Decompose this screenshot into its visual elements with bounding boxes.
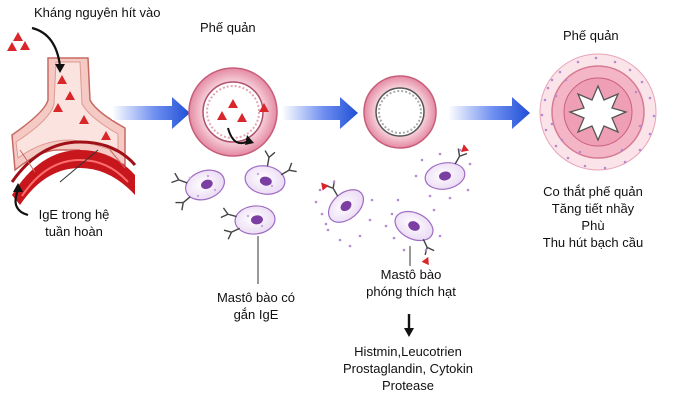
mast-release-label-line-1: Mastô bào	[380, 267, 442, 282]
mediators-label: Histmin,Leucotrien Prostaglandin, Cytoki…	[318, 343, 498, 394]
ige-label-line-2: tuần hoàn	[45, 224, 103, 239]
mast-bound-label: Mastô bào có gắn IgE	[186, 289, 326, 323]
effect-bronchoconstriction: Co thắt phế quản	[543, 184, 643, 199]
progression-arrows	[112, 97, 530, 129]
down-arrow	[404, 314, 414, 337]
mast-release-label-line-2: phóng thích hạt	[366, 284, 456, 299]
airway-branch	[10, 57, 137, 205]
effects-list: Co thắt phế quản Tăng tiết nhầy Phù Thu …	[518, 183, 668, 251]
mast-release-label: Mastô bào phóng thích hạt	[346, 266, 476, 300]
mast-bound-label-line-2: gắn IgE	[233, 307, 279, 322]
degranulating-mast-cells	[314, 143, 472, 266]
ige-label-line-1: IgE trong hệ	[38, 207, 110, 222]
mast-cells-with-ige	[170, 149, 298, 284]
antigen-label: Kháng nguyên hít vào	[34, 5, 161, 20]
effect-mucus: Tăng tiết nhầy	[551, 201, 635, 216]
bronchus-label-1: Phế quản	[200, 20, 256, 35]
ige-label: IgE trong hệ tuần hoàn	[18, 206, 130, 240]
mediators-label-line-1: Histmin,Leucotrien	[354, 344, 462, 359]
effect-edema: Phù	[581, 218, 605, 233]
bronchus-section-2	[363, 75, 437, 149]
bronchus-section-3-constricted	[539, 53, 657, 171]
effect-leukocyte-recruitment: Thu hút bạch cầu	[542, 235, 644, 250]
mast-bound-label-line-1: Mastô bào có	[216, 290, 296, 305]
bronchus-label-2: Phế quản	[563, 28, 619, 43]
bronchus-section-1	[188, 67, 278, 157]
mediators-label-line-2: Prostaglandin, Cytokin	[342, 361, 474, 376]
mediators-label-line-3: Protease	[381, 378, 435, 393]
